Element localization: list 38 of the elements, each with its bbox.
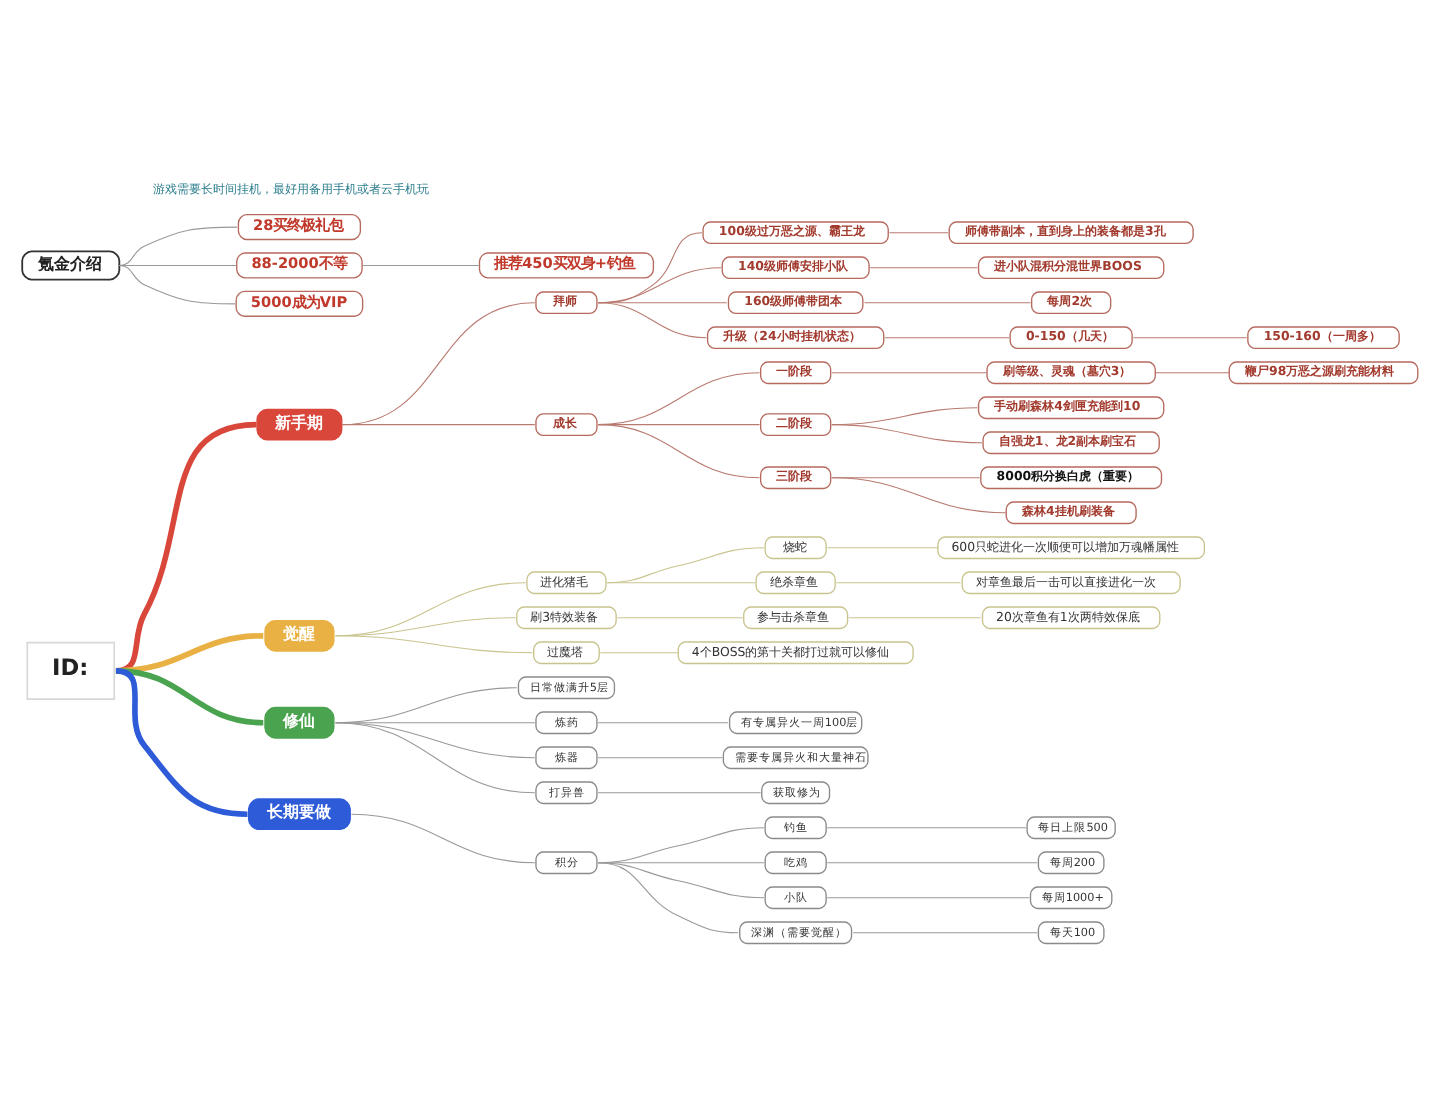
connector <box>334 721 536 793</box>
connector <box>115 667 248 817</box>
node-box: ID: <box>26 640 116 699</box>
connector <box>1132 336 1248 338</box>
connector <box>831 476 1007 513</box>
connector <box>831 423 983 443</box>
connector <box>597 721 729 723</box>
connector <box>597 756 723 758</box>
connector <box>1155 371 1230 373</box>
connector <box>863 301 1032 303</box>
connector <box>869 266 978 268</box>
connector <box>826 826 1027 828</box>
connector <box>115 420 257 673</box>
connector <box>888 231 949 233</box>
connector <box>835 581 962 583</box>
connector <box>597 861 739 933</box>
connector <box>606 546 765 583</box>
connector <box>362 263 481 266</box>
connector <box>884 336 1010 338</box>
connector <box>341 301 536 425</box>
connector <box>118 263 236 304</box>
connector <box>826 546 939 548</box>
connector <box>118 263 237 266</box>
connector <box>341 423 536 425</box>
connector <box>606 581 756 583</box>
connector <box>616 616 744 618</box>
connector <box>334 634 534 653</box>
connector <box>118 225 238 266</box>
connector <box>599 651 679 653</box>
connector <box>826 861 1038 863</box>
connector <box>597 791 762 793</box>
connector <box>826 896 1030 898</box>
connector <box>831 371 988 373</box>
connector <box>350 812 536 863</box>
connector <box>848 616 982 618</box>
connector <box>597 423 761 478</box>
connector <box>597 301 707 338</box>
connector <box>852 931 1038 933</box>
